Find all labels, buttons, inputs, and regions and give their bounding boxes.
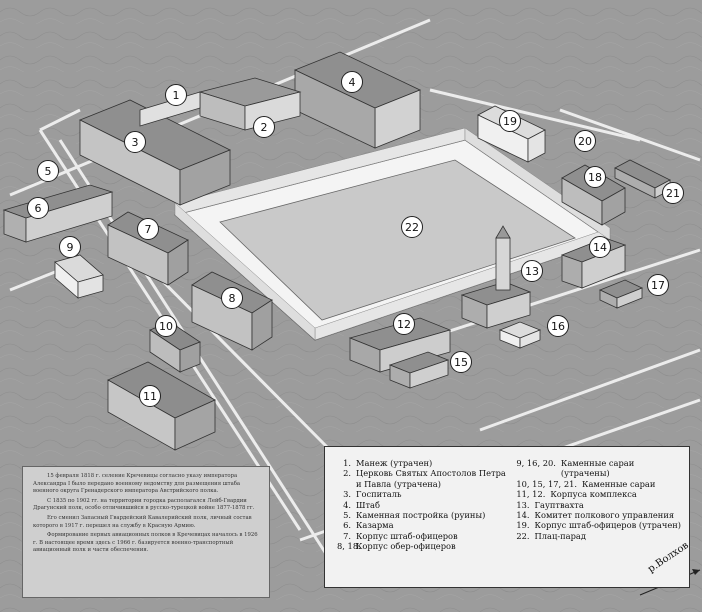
legend-label: Каменные сараи xyxy=(582,478,656,489)
map-marker-14: 14 xyxy=(589,236,611,258)
legend-item: 7. Корпус штаб-офицеров xyxy=(337,531,510,541)
history-paragraph: С 1835 по 1902 гг. на территории городка… xyxy=(33,497,255,512)
map-marker-21: 21 xyxy=(662,182,684,204)
history-text-box: 15 февраля 1818 г. селение Кречевицы сог… xyxy=(22,466,270,598)
legend-item: 9, 16, 20. Каменные сараи (утрачены) xyxy=(516,458,681,479)
parade-ground xyxy=(173,127,612,341)
legend-number: 9, 16, 20. xyxy=(516,458,556,468)
history-paragraph: Его сменил Запасный Гвардейский Кавалери… xyxy=(33,514,252,529)
legend-number: 13. xyxy=(516,499,530,510)
legend-item: 13. Гауптвахта xyxy=(516,500,681,510)
legend-item: 8, 18.Корпус обер-офицеров xyxy=(337,541,510,551)
legend-number: 10, 15, 17, 21. xyxy=(516,478,578,489)
legend-label: Корпус обер-офицеров xyxy=(356,541,456,552)
legend-label: Манеж (утрачен) xyxy=(356,458,433,468)
legend-label: Гауптвахта xyxy=(534,499,584,510)
map-marker-18: 18 xyxy=(584,166,606,188)
legend-item: 10, 15, 17, 21. Каменные сараи xyxy=(516,479,681,489)
legend-label: Плац-парад xyxy=(534,530,586,541)
legend-label: Каменная постройка (руины) xyxy=(356,510,486,521)
map-marker-5: 5 xyxy=(37,160,59,182)
legend-label: Каменные сараи (утрачены) xyxy=(560,458,635,479)
map-marker-8: 8 xyxy=(221,287,243,309)
legend-number: 7. xyxy=(343,530,351,541)
map-marker-7: 7 xyxy=(137,218,159,240)
legend-item: 4. Штаб xyxy=(337,500,510,510)
map-marker-1: 1 xyxy=(165,84,187,106)
map-marker-17: 17 xyxy=(647,274,669,296)
legend-label: Комитет полкового управления xyxy=(534,510,675,521)
legend-label: Корпус штаб-офицеров xyxy=(356,530,458,541)
legend-number: 6. xyxy=(343,520,351,531)
legend-label: Штаб xyxy=(356,499,380,510)
legend-item: 2. Церковь Святых Апостолов Петра и Павла… xyxy=(337,468,510,489)
map-legend: 1. Манеж (утрачен) 2. Церковь Святых Апост… xyxy=(324,446,690,588)
legend-item: 6. Казарма xyxy=(337,520,510,530)
map-marker-3: 3 xyxy=(124,131,146,153)
legend-label: Корпуса комплекса xyxy=(550,489,637,500)
legend-number: 11, 12. xyxy=(516,489,546,500)
legend-item: 11, 12. Корпуса комплекса xyxy=(516,489,681,499)
map-marker-2: 2 xyxy=(253,116,275,138)
legend-number: 2. xyxy=(343,468,351,479)
map-marker-10: 10 xyxy=(155,315,177,337)
map-marker-20: 20 xyxy=(574,130,596,152)
legend-number: 8, 18. xyxy=(337,541,361,552)
legend-item: 5. Каменная постройка (руины) xyxy=(337,510,510,520)
legend-number: 5. xyxy=(343,510,351,521)
map-marker-15: 15 xyxy=(450,351,472,373)
map-marker-16: 16 xyxy=(547,315,569,337)
legend-label: Казарма xyxy=(356,520,394,531)
map-marker-9: 9 xyxy=(59,236,81,258)
legend-item: 1. Манеж (утрачен) xyxy=(337,458,510,468)
history-paragraph: 15 февраля 1818 г. селение Кречевицы сог… xyxy=(33,473,241,495)
map-marker-12: 12 xyxy=(393,313,415,335)
legend-item: 19. Корпус штаб-офицеров (утрачен) xyxy=(516,520,681,530)
legend-label: Корпус штаб-офицеров (утрачен) xyxy=(534,520,682,531)
map-marker-19: 19 xyxy=(499,110,521,132)
legend-label: Церковь Святых Апостолов Петра и Павла (… xyxy=(356,468,506,489)
legend-item: 22. Плац-парад xyxy=(516,531,681,541)
river-arrow-head xyxy=(692,569,700,575)
map-marker-11: 11 xyxy=(139,385,161,407)
map-marker-6: 6 xyxy=(27,197,49,219)
legend-column-right: 9, 16, 20. Каменные сараи (утрачены) 10, … xyxy=(510,458,681,581)
map-marker-22: 22 xyxy=(401,216,423,238)
legend-number: 14. xyxy=(516,510,530,521)
map-marker-4: 4 xyxy=(341,71,363,93)
legend-item: 3. Госпиталь xyxy=(337,489,510,499)
buildings xyxy=(2,51,671,451)
legend-item: 14. Комитет полкового управления xyxy=(516,510,681,520)
legend-number: 22. xyxy=(516,530,530,541)
map-marker-13: 13 xyxy=(521,260,543,282)
history-paragraph: Формирование первых авиационных полков в… xyxy=(33,532,258,554)
legend-column-left: 1. Манеж (утрачен) 2. Церковь Святых Апост… xyxy=(337,458,510,581)
legend-number: 3. xyxy=(343,489,351,500)
legend-number: 19. xyxy=(516,520,530,531)
legend-number: 1. xyxy=(343,458,351,468)
legend-label: Госпиталь xyxy=(356,489,402,500)
legend-number: 4. xyxy=(343,499,351,510)
